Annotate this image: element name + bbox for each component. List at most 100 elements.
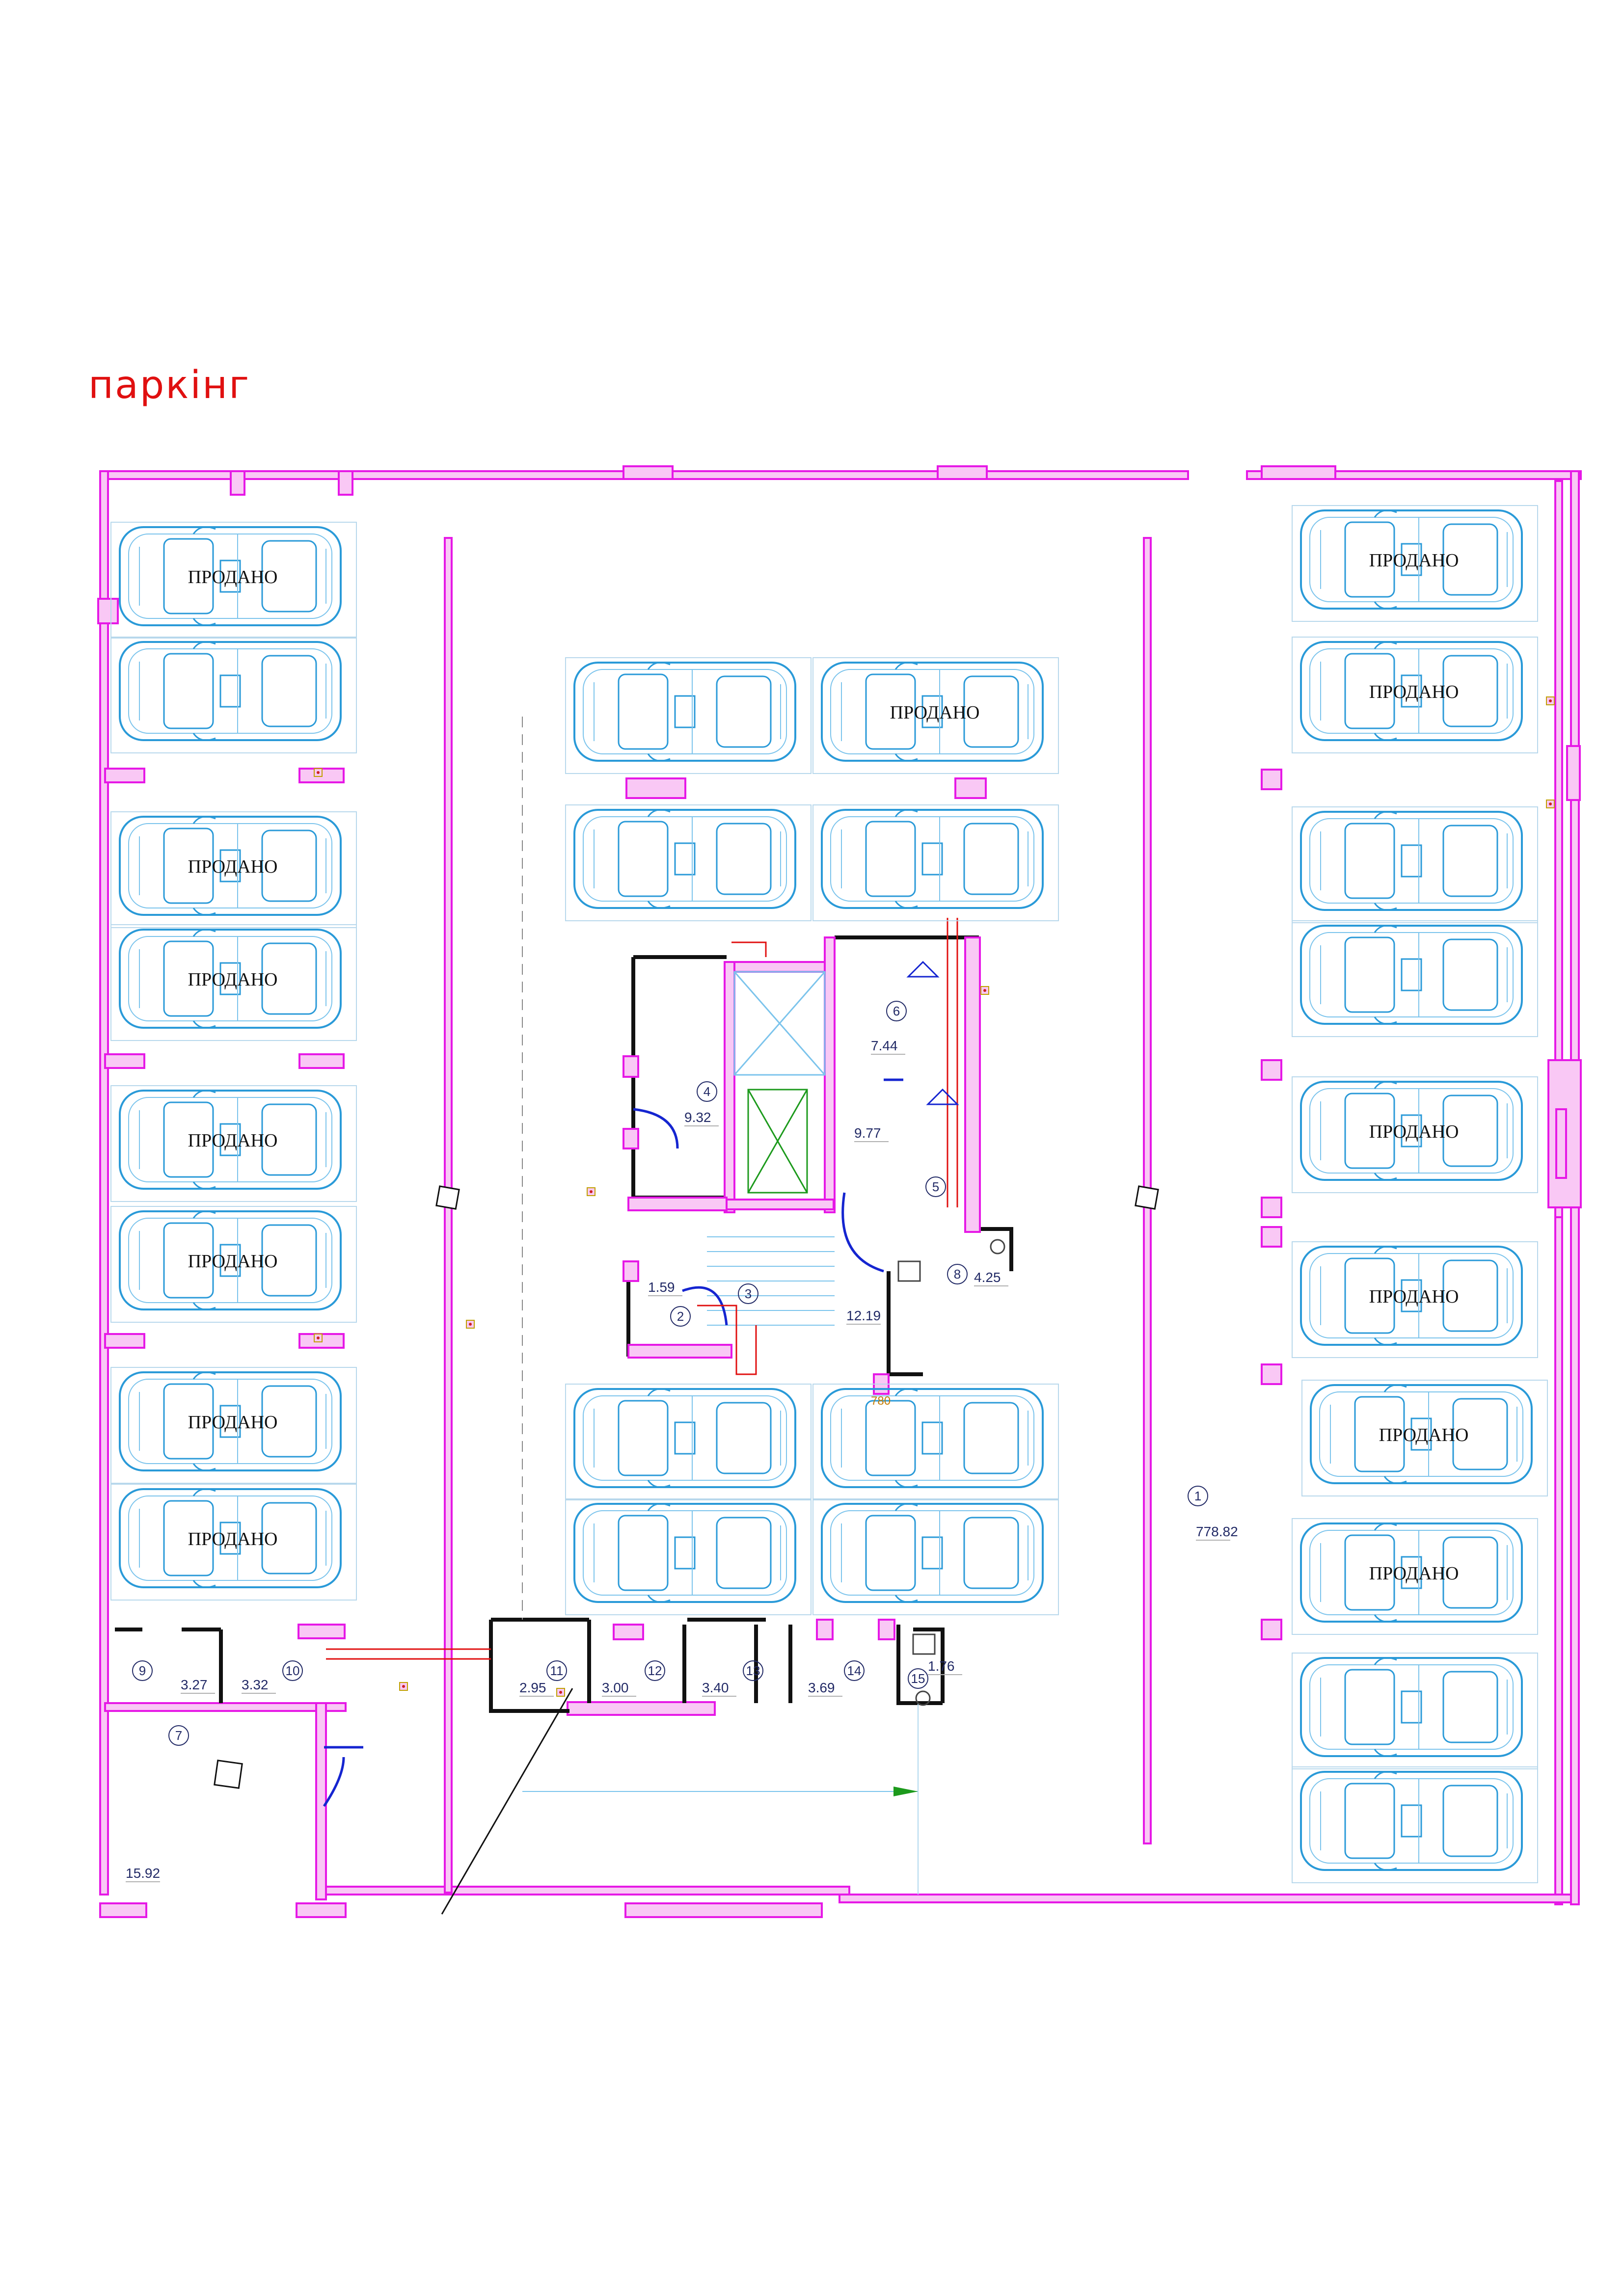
- room-area: 1.59: [648, 1280, 675, 1295]
- room-area: 3.40: [702, 1680, 729, 1695]
- car-icon: [573, 1388, 796, 1489]
- sold-label: ПРОДАНО: [188, 856, 278, 877]
- car-icon: [573, 808, 796, 909]
- room-marker: [947, 1264, 968, 1284]
- parking-spot-r8: ПРОДАНО: [1292, 1518, 1538, 1635]
- dimension-label: 780: [871, 1394, 891, 1408]
- sold-label: ПРОДАНО: [188, 1412, 278, 1433]
- parking-spot-r6: ПРОДАНО: [1292, 1241, 1538, 1358]
- car-icon: [573, 661, 796, 762]
- room-marker: [282, 1660, 303, 1681]
- parking-spot-l8: ПРОДАНО: [110, 1484, 357, 1601]
- page-title: паркінг: [88, 363, 251, 407]
- parking-spot-r7: ПРОДАНО: [1301, 1380, 1548, 1496]
- parking-spot-c7: [565, 1498, 812, 1615]
- car-icon: [573, 1502, 796, 1603]
- room-marker: [697, 1081, 717, 1102]
- room-number: 8: [954, 1267, 961, 1281]
- room-area: 12.19: [846, 1308, 881, 1323]
- room-number: 5: [932, 1179, 939, 1194]
- room-number: 12: [648, 1663, 662, 1678]
- room-number: 14: [847, 1663, 862, 1678]
- room-area: 15.92: [126, 1866, 160, 1881]
- parking-spot-l2: [110, 637, 357, 753]
- parking-spot-l6: ПРОДАНО: [110, 1206, 357, 1323]
- room-marker: [743, 1660, 763, 1681]
- room-number: 7: [175, 1728, 182, 1743]
- sold-label: ПРОДАНО: [1369, 682, 1459, 702]
- parking-spot-r5: ПРОДАНО: [1292, 1076, 1538, 1193]
- car-icon: [1300, 924, 1523, 1025]
- room-marker: [670, 1306, 691, 1327]
- parking-spot-l7: ПРОДАНО: [110, 1367, 357, 1484]
- sold-label: ПРОДАНО: [1379, 1425, 1469, 1445]
- room-number: 2: [677, 1309, 684, 1324]
- car-icon: [821, 1502, 1044, 1603]
- room-marker: [132, 1660, 153, 1681]
- room-number: 9: [139, 1663, 146, 1678]
- room-area: 2.95: [519, 1680, 546, 1695]
- room-area: 3.32: [242, 1677, 269, 1692]
- car-icon: [1300, 1770, 1523, 1871]
- sold-label: ПРОДАНО: [188, 969, 278, 990]
- sold-label: ПРОДАНО: [188, 567, 278, 587]
- room-number: 3: [745, 1286, 752, 1301]
- parking-spot-c5: [565, 1384, 812, 1500]
- car-icon: [821, 1388, 1044, 1489]
- room-number: 10: [286, 1663, 300, 1678]
- room-marker: [844, 1660, 865, 1681]
- room-number: 13: [746, 1663, 760, 1678]
- parking-spot-r1: ПРОДАНО: [1292, 505, 1538, 622]
- room-area: 3.27: [181, 1677, 208, 1692]
- parking-spot-l4: ПРОДАНО: [110, 924, 357, 1041]
- room-area: 7.44: [871, 1038, 898, 1053]
- parking-spot-c3: [565, 804, 812, 921]
- parking-spot-r10: [1292, 1766, 1538, 1883]
- parking-spot-c8: [812, 1498, 1059, 1615]
- room-area: 3.69: [808, 1680, 835, 1695]
- sold-label: ПРОДАНО: [1369, 1563, 1459, 1584]
- room-area: 9.32: [684, 1110, 711, 1125]
- room-marker: [1188, 1486, 1208, 1506]
- room-area: 778.82: [1196, 1524, 1238, 1539]
- room-number: 6: [893, 1004, 900, 1018]
- parking-spot-c6: [812, 1384, 1059, 1500]
- room-marker: [908, 1668, 928, 1689]
- parking-spot-c1: [565, 657, 812, 774]
- parking-spot-c2: ПРОДАНО: [812, 657, 1059, 774]
- sold-label: ПРОДАНО: [1369, 1286, 1459, 1307]
- car-icon: [821, 808, 1044, 909]
- room-area: 9.77: [854, 1125, 881, 1141]
- room-marker: [886, 1001, 907, 1021]
- parking-spot-l5: ПРОДАНО: [110, 1085, 357, 1202]
- room-area: 1.76: [928, 1658, 955, 1674]
- room-marker: [645, 1660, 665, 1681]
- room-number: 11: [550, 1663, 564, 1678]
- parking-spot-r2: ПРОДАНО: [1292, 637, 1538, 753]
- room-marker: [925, 1176, 946, 1197]
- room-number: 4: [704, 1084, 710, 1099]
- room-marker: [546, 1660, 567, 1681]
- room-area: 4.25: [974, 1270, 1001, 1285]
- car-icon: [119, 641, 342, 742]
- sold-label: ПРОДАНО: [1369, 550, 1459, 571]
- parking-spot-r4: [1292, 920, 1538, 1037]
- car-icon: [1300, 1656, 1523, 1758]
- parking-spot-r9: [1292, 1653, 1538, 1769]
- parking-spot-l1: ПРОДАНО: [110, 522, 357, 639]
- room-number: 15: [911, 1671, 925, 1686]
- room-number: 1: [1194, 1489, 1201, 1503]
- sold-label: ПРОДАНО: [188, 1529, 278, 1549]
- sold-label: ПРОДАНО: [188, 1130, 278, 1151]
- room-marker: [168, 1725, 189, 1746]
- parking-spot-c4: [812, 804, 1059, 921]
- sold-label: ПРОДАНО: [890, 702, 980, 723]
- parking-spot-r3: [1292, 806, 1538, 923]
- sold-label: ПРОДАНО: [188, 1251, 278, 1272]
- room-area: 3.00: [602, 1680, 629, 1695]
- car-icon: [1300, 810, 1523, 911]
- room-marker: [738, 1283, 758, 1304]
- parking-spot-l3: ПРОДАНО: [110, 811, 357, 928]
- sold-label: ПРОДАНО: [1369, 1121, 1459, 1142]
